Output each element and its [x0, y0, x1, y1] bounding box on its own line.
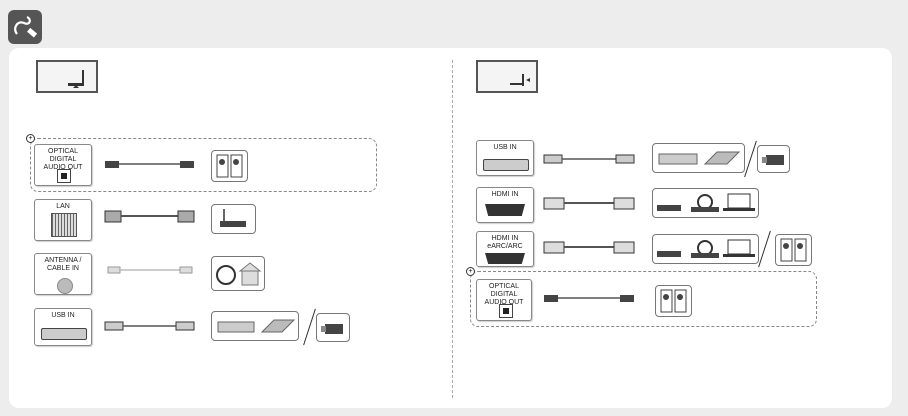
tv-rear-right-thumbnail — [476, 60, 538, 93]
port-usb-right: USB IN — [476, 140, 534, 176]
port-label: HDMI IN — [491, 191, 519, 198]
usb-stick-device — [316, 313, 350, 342]
coax-port-icon — [57, 278, 73, 294]
media-devices — [652, 234, 759, 264]
optical-cable — [105, 161, 194, 168]
optical-group-right — [470, 271, 817, 327]
left-cables — [104, 161, 195, 331]
hdmi-cable — [543, 197, 635, 210]
speaker-device — [775, 234, 812, 266]
antenna-house-device — [211, 256, 265, 291]
lan-cable — [104, 210, 195, 223]
speaker-device — [655, 285, 692, 317]
usb-port-icon — [41, 328, 87, 340]
right-cables — [543, 154, 635, 302]
usb-stick-device — [757, 145, 790, 173]
port-label: USB IN — [493, 144, 517, 151]
usb-cable — [104, 321, 195, 331]
optical-port-icon — [57, 169, 71, 183]
hdmi-earc-cable — [543, 241, 635, 254]
hdd-device — [211, 311, 299, 341]
plus-icon: + — [26, 134, 35, 143]
port-label: ANTENNA / CABLE IN — [44, 257, 82, 272]
usb-cable — [543, 154, 635, 164]
port-hdmi: HDMI IN — [476, 187, 534, 223]
speaker-device — [211, 150, 248, 182]
port-lan: LAN — [34, 199, 92, 241]
port-optical-left: OPTICAL DIGITAL AUDIO OUT — [34, 144, 92, 186]
plus-icon: + — [466, 267, 475, 276]
port-label: HDMI IN eARC/ARC — [487, 235, 523, 250]
port-label: LAN — [56, 203, 70, 210]
hdd-device — [652, 143, 745, 173]
port-optical-right: OPTICAL DIGITAL AUDIO OUT — [476, 279, 532, 321]
port-antenna: ANTENNA / CABLE IN — [34, 253, 92, 295]
optical-cable — [544, 295, 634, 302]
media-devices — [652, 188, 759, 218]
hdmi-port-icon — [485, 204, 525, 216]
panel-divider — [452, 60, 453, 398]
main-panel — [9, 48, 892, 408]
port-label: OPTICAL DIGITAL AUDIO OUT — [43, 148, 83, 171]
tv-rear-left-thumbnail — [36, 60, 98, 93]
cable-icon — [8, 10, 42, 44]
optical-port-icon — [499, 304, 513, 318]
lan-port-icon — [51, 213, 77, 237]
router-device — [211, 204, 256, 234]
optical-group-left — [30, 138, 377, 192]
hdmi-port-icon — [485, 253, 525, 264]
antenna-cable — [107, 266, 193, 274]
port-label: OPTICAL DIGITAL AUDIO OUT — [484, 283, 524, 306]
port-hdmi-earc: HDMI IN eARC/ARC — [476, 231, 534, 267]
usb-port-icon — [483, 159, 529, 171]
port-label: USB IN — [51, 312, 75, 319]
port-usb-left: USB IN — [34, 308, 92, 346]
